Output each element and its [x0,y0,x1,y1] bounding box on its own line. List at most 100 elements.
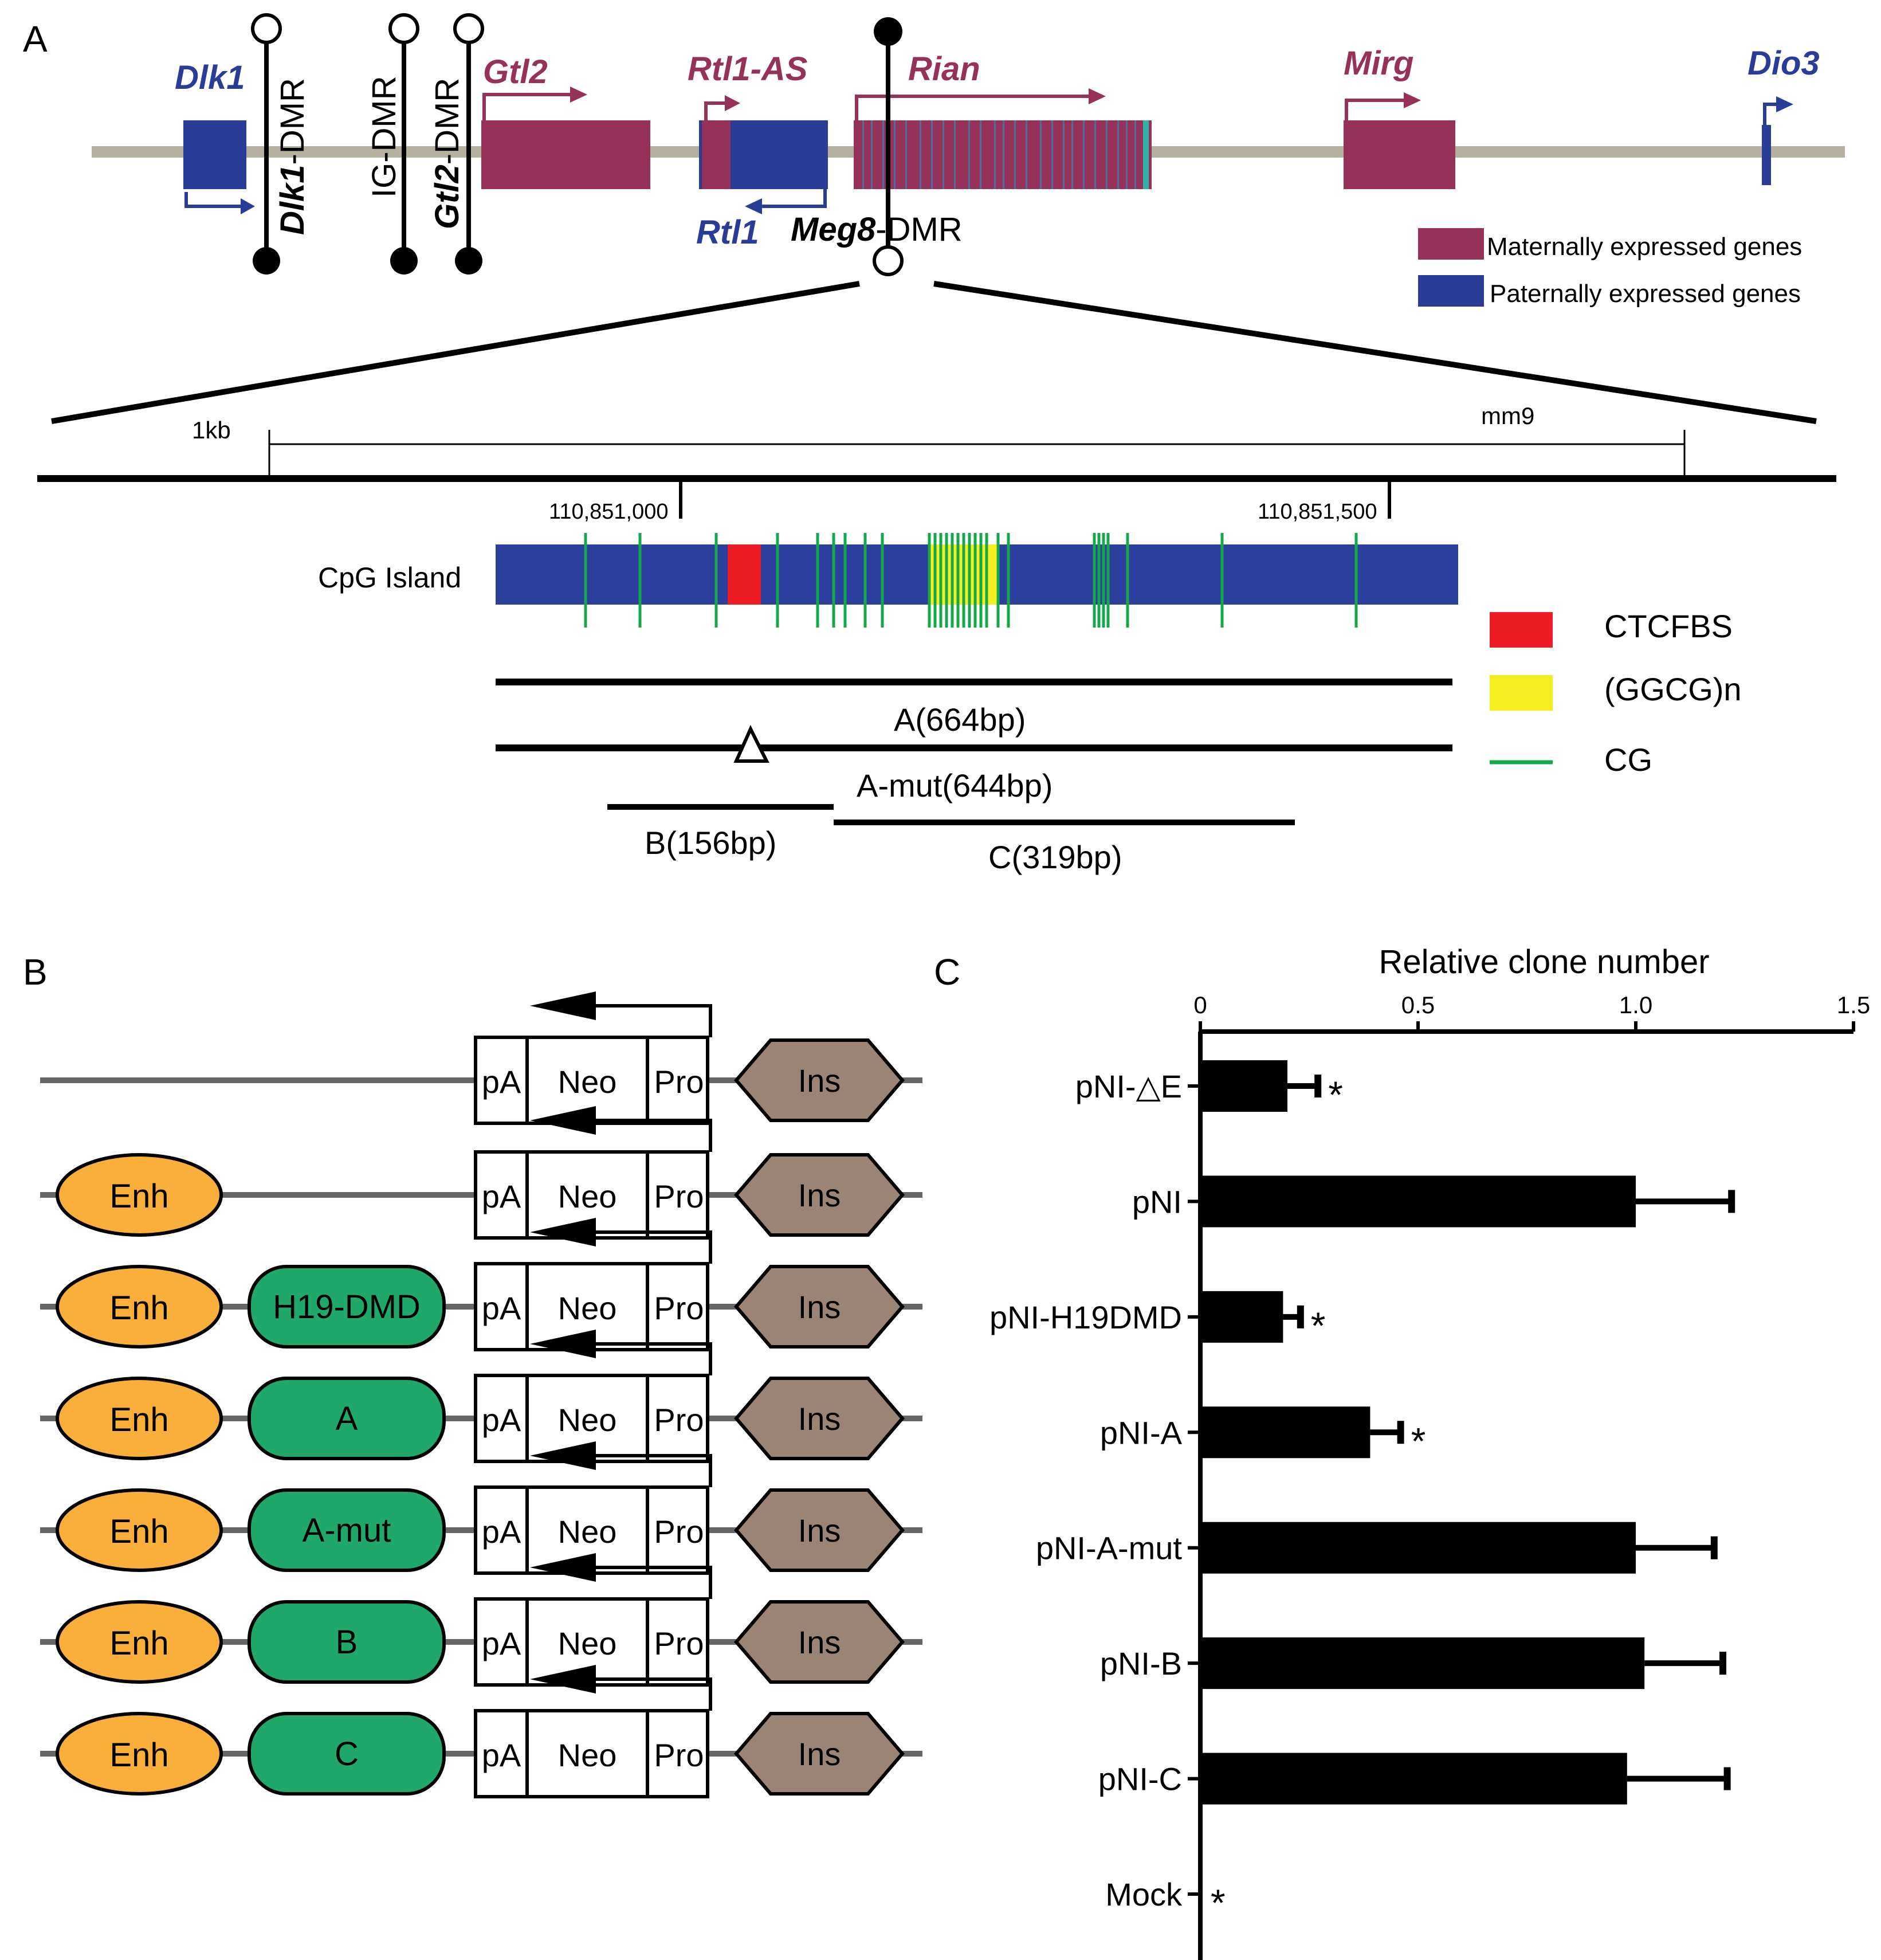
legend-label-maternal: Maternally expressed genes [1487,233,1802,261]
dmr-label-gtl2: Gtl2-DMR [429,78,466,229]
gene-gtl2-box [481,120,650,189]
enhancer-label: Enh [109,1513,168,1550]
pro-label: Pro [654,1178,704,1214]
rian-exon-stripe [882,120,884,189]
rian-exon-stripe [1126,120,1128,189]
rian-exon-stripes [862,120,1136,189]
rian-exon-stripe [1094,120,1096,189]
promoter-arrow [561,1677,712,1711]
dmr-label-dlk1: Dlk1-DMR [274,78,311,235]
rian-exon-stripe [1063,120,1065,189]
unmethylated-lollipop [388,13,419,44]
pa-label: pA [482,1514,521,1550]
bar [1200,1753,1627,1805]
cg-sites [584,533,1358,628]
rian-exon-stripe [871,120,873,189]
insulator-label: Ins [798,1401,841,1437]
insulator [734,1377,905,1460]
rian-exon-stripe [1083,120,1085,189]
gene-label-dio3: Dio3 [1748,45,1820,82]
neo-label: Neo [558,1625,617,1661]
legend-label-paternal: Paternally expressed genes [1490,280,1801,308]
rian-exon-stripe [1106,120,1108,189]
insulator [734,1038,905,1122]
neo-label: Neo [558,1064,617,1100]
insulator [734,1600,905,1684]
enhancer [56,1600,223,1684]
insert-label: A-mut [303,1512,391,1549]
significance-marker: * [1211,1881,1226,1924]
enhancer-label: Enh [109,1625,168,1662]
methylated-lollipop [390,247,418,275]
bar [1200,1291,1283,1343]
promoter-arrow [561,1119,712,1152]
legend-label-cg: CG [1604,742,1652,778]
enhancer-label: Enh [109,1289,168,1327]
neo-label: Neo [558,1402,617,1438]
rian-exon-stripe [894,120,896,189]
rian-exon-stripe [905,120,907,189]
fragment-c-label: C(319bp) [988,839,1122,875]
enhancer-label: Enh [109,1178,168,1215]
deletion-marker [733,724,769,763]
enhancer-label: Enh [109,1736,168,1774]
enhancer [56,1153,223,1237]
methylated-lollipop [253,247,280,275]
insert-element [248,1488,446,1572]
pro-label: Pro [654,1737,704,1773]
promoter-arrowhead [530,1665,596,1694]
dio3-arrow [1763,103,1776,125]
rian-exon-stripe [994,120,996,189]
unmethylated-lollipop [453,13,484,44]
insert-element [248,1600,446,1684]
dlk1-dmr: Dlk1-DMR [251,13,311,275]
pro-label: Pro [654,1514,704,1550]
insert-label: A [336,1400,358,1437]
coord-label-1: 110,851,000 [549,500,669,524]
rian-exon-stripe [931,120,933,189]
panel-b-label: B [23,951,48,993]
pro-label: Pro [654,1625,704,1661]
insert-element [248,1265,446,1349]
bar [1200,1522,1636,1574]
mirg-arrowhead [1404,92,1421,108]
promoter-arrow [561,1230,712,1264]
pa-label: pA [482,1737,521,1773]
rian-exon-stripe [1026,120,1027,189]
insulator-label: Ins [798,1289,841,1325]
fragment-a-label: A(664bp) [894,701,1026,738]
enhancer [56,1488,223,1572]
pro-label: Pro [654,1064,704,1100]
rian-end-stripe [1143,120,1149,189]
insert-element [248,1377,446,1460]
bar [1200,1060,1287,1112]
coord-label-2: 110,851,500 [1258,500,1377,524]
insulator-label: Ins [798,1063,841,1099]
rtl1as-arrowhead [725,95,740,111]
category-label: pNI-A [1100,1414,1183,1451]
category-label: pNI-△E [1075,1068,1182,1104]
category-label: pNI-C [1098,1761,1182,1797]
rian-exon-stripe [954,120,956,189]
gene-dio3-box [1762,125,1771,185]
gtl2-dmr: Gtl2-DMR [429,13,484,275]
rian-exon-stripe [1134,120,1136,189]
cpg-island-label: CpG Island [318,562,461,594]
rtl1as-arrow [704,101,725,120]
assembly-label: mm9 [1481,402,1534,429]
pa-label: pA [482,1178,521,1214]
panel-a-label: A [23,18,48,60]
rian-arrowhead [1089,88,1106,104]
methylated-lollipop [455,247,482,275]
legend-swatch-ctcfbs [1490,612,1553,648]
promoter-arrow [561,1566,712,1599]
x-tick-label: 0.5 [1401,991,1435,1018]
gene-rtl1as-box [702,120,731,189]
category-label: Mock [1105,1876,1183,1912]
promoter-arrowhead [530,1106,596,1135]
promoter-arrow [561,1342,712,1375]
